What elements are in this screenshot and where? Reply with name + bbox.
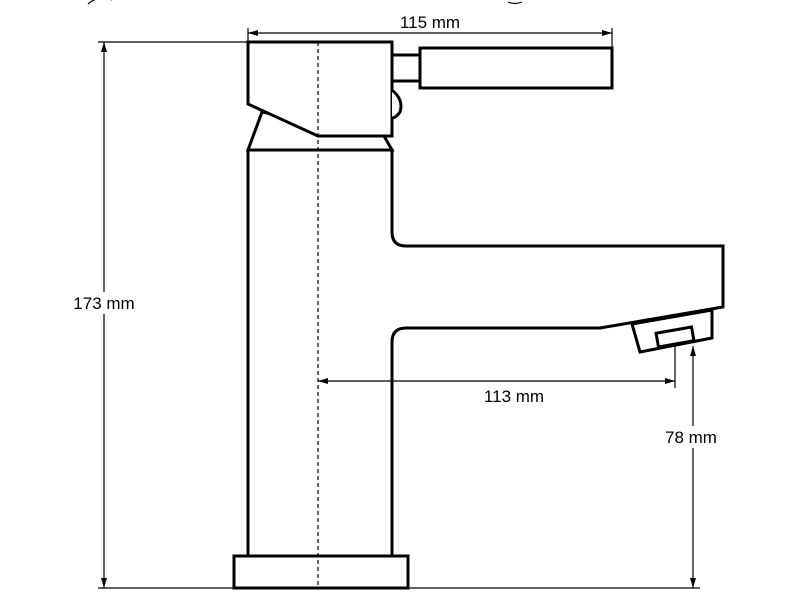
lever-stem <box>390 53 422 83</box>
faucet-outline <box>232 40 725 590</box>
dimension-spout-reach: 113 mm <box>318 346 676 406</box>
height-label: 173 mm <box>73 294 134 313</box>
spout-height-arrow-top <box>690 346 696 356</box>
aerator-insert <box>654 325 696 349</box>
cropped-heading-mark <box>507 1 523 5</box>
height-arrow-bottom <box>101 578 107 588</box>
dimension-spout-height: 78 mm <box>408 346 730 589</box>
width-label: 115 mm <box>400 13 460 32</box>
dimension-overall-width: 115 mm <box>247 13 613 48</box>
width-arrow-right <box>602 30 612 36</box>
height-label-bg <box>68 292 140 314</box>
width-arrow-left <box>248 30 258 36</box>
lever-head <box>246 40 394 138</box>
spout-height-label: 78 mm <box>665 428 717 447</box>
dimension-overall-height: 173 mm <box>68 41 248 589</box>
faucet-body <box>246 148 725 558</box>
lever-knob <box>391 88 403 120</box>
spout-height-arrow-bottom <box>690 578 696 588</box>
faucet-base <box>232 554 410 590</box>
spout-height-label-bg <box>658 426 730 448</box>
reach-arrow-left <box>318 378 328 384</box>
reach-label: 113 mm <box>484 387 544 406</box>
height-arrow-top <box>101 42 107 52</box>
cropped-circle-mark <box>87 0 112 5</box>
lever-handle <box>418 46 614 90</box>
reach-arrow-right <box>665 378 675 384</box>
